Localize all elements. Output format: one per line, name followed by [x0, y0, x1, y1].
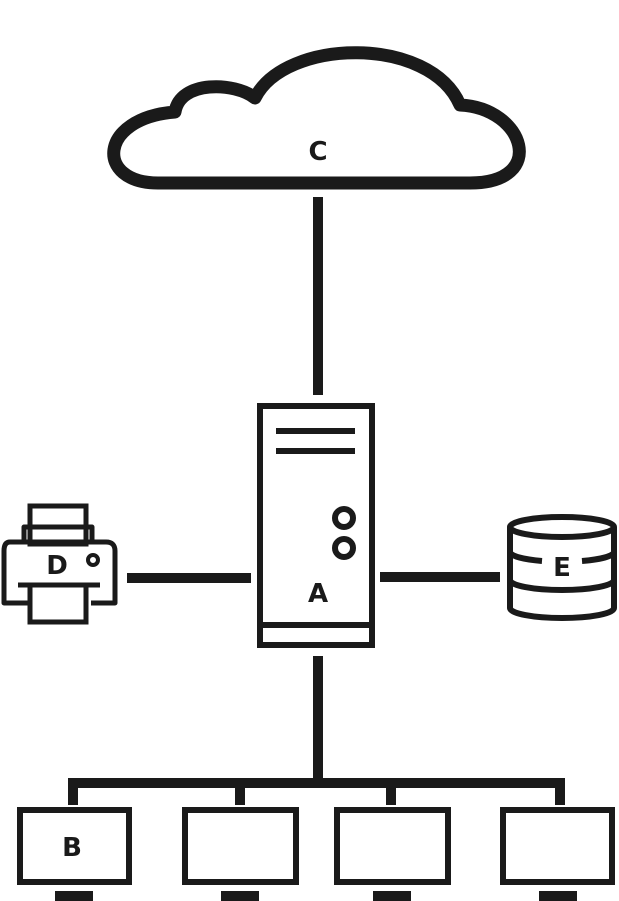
monitor-icon: [182, 807, 299, 885]
monitor-icon: [17, 807, 132, 885]
database-band-1b: [581, 550, 617, 564]
database-top: [507, 514, 617, 540]
monitor-node: [182, 807, 299, 901]
printer-label: D: [46, 551, 68, 581]
printer-body: [1, 524, 118, 606]
monitor-stand: [373, 891, 411, 901]
printer-light-icon: [86, 553, 100, 567]
database-band-2: [507, 579, 617, 593]
cloud-node: C: [107, 46, 526, 190]
server-label: A: [308, 579, 328, 609]
server-button-icon: [332, 536, 356, 560]
printer-output-paper: [27, 582, 89, 625]
cloud-icon: [107, 46, 526, 190]
database-label: E: [553, 553, 571, 583]
server-node: A: [257, 403, 375, 648]
monitor-icon: [500, 807, 615, 885]
printer-icon: [1, 503, 118, 625]
server-tower-icon: [257, 403, 375, 648]
printer-node: D: [1, 503, 118, 625]
database-body: [507, 527, 617, 621]
monitor-label: B: [62, 833, 82, 863]
monitor-stand: [221, 891, 259, 901]
database-band-1: [507, 550, 543, 564]
monitor-icon: [334, 807, 451, 885]
monitor-node: B: [17, 807, 132, 901]
monitor-node: [500, 807, 615, 901]
monitor-stand: [539, 891, 577, 901]
cloud-label: C: [308, 137, 327, 167]
monitor-stand: [55, 891, 93, 901]
connectors: [68, 197, 565, 805]
monitor-node: [334, 807, 451, 901]
monitors: B: [17, 807, 615, 901]
database-node: E: [507, 514, 617, 621]
database-icon: [507, 514, 617, 621]
server-button-icon: [332, 506, 356, 530]
